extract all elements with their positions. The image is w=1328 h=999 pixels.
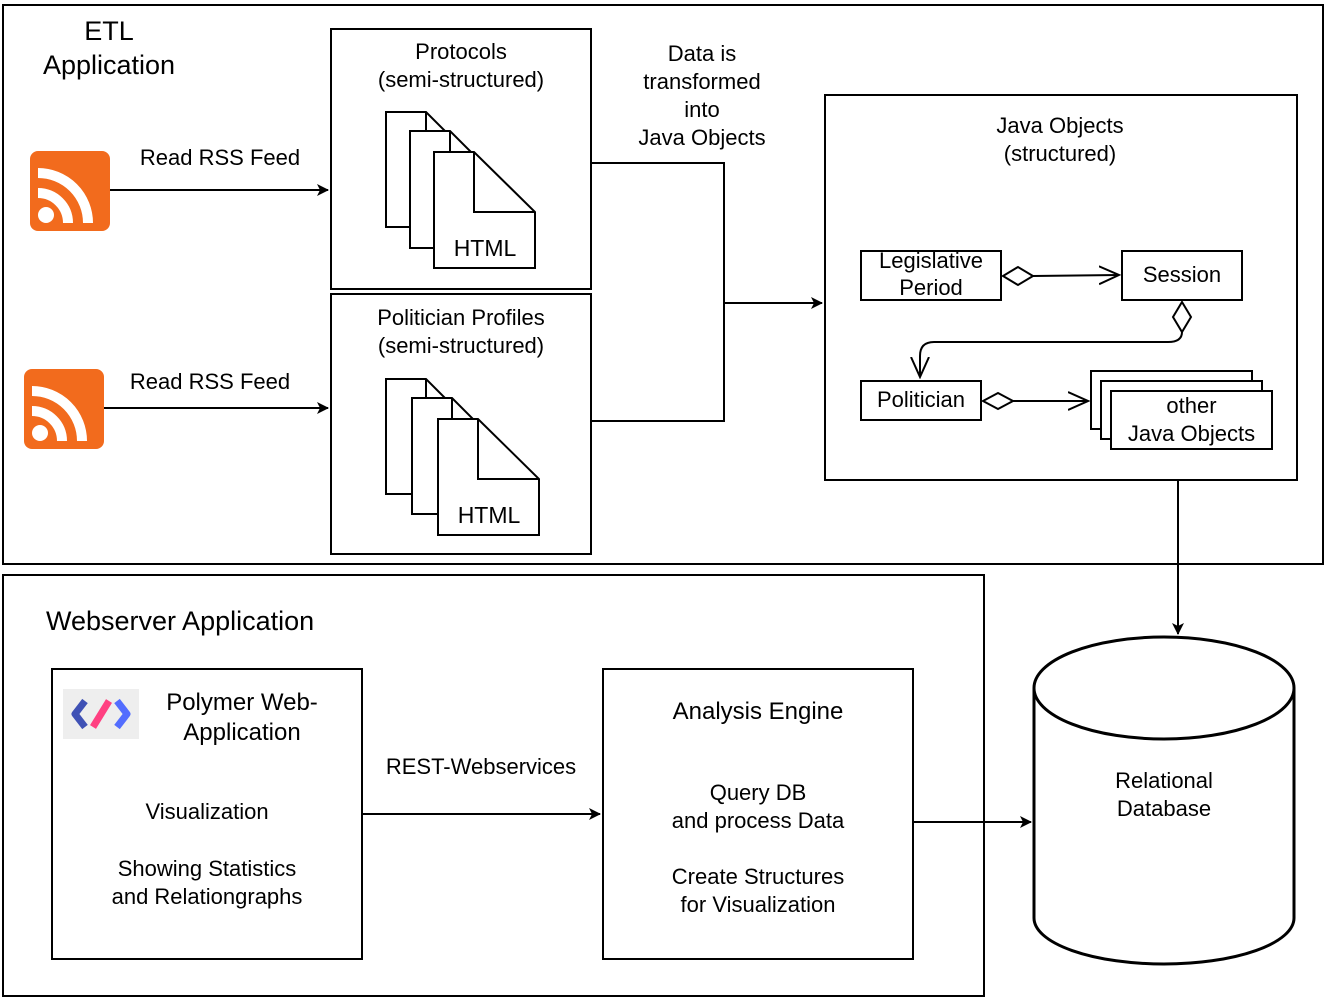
relational-database-cylinder: [1032, 635, 1296, 966]
analysis-engine-box: [602, 668, 914, 960]
polymer-logo-icon: [63, 689, 139, 739]
other-java-objects-label: other Java Objects: [1127, 393, 1256, 446]
profiles-connector: [592, 303, 725, 422]
profiles-document-stack: [385, 378, 540, 536]
session-label: Session: [1142, 262, 1222, 287]
etl-application-title: ETL Application: [42, 16, 176, 80]
polymer-web-application-box: [51, 668, 363, 960]
protocols-title: Protocols (semi-structured): [377, 39, 545, 92]
protocols-document-stack: [385, 111, 536, 269]
polymer-title: Polymer Web- Application: [166, 689, 318, 746]
aggregation-diamond-session: [1171, 300, 1193, 334]
aggregation-diamond-period: [1001, 265, 1035, 287]
webserver-application-container: [2, 574, 985, 997]
politician-class: [860, 380, 982, 421]
aggregation-diamond-politician: [980, 391, 1016, 411]
profiles-title: Politician Profiles (semi-structured): [377, 305, 545, 358]
etl-application-container: [2, 4, 1324, 565]
period-session-link: [1032, 275, 1119, 276]
java-objects-box: [824, 94, 1298, 481]
rest-webservices-label: REST-Webservices: [385, 754, 577, 779]
session-class: [1121, 250, 1243, 301]
polymer-visualization-label: Visualization: [145, 799, 269, 824]
protocols-connector: [592, 162, 725, 303]
webserver-application-title: Webserver Application: [46, 606, 315, 636]
rss-feed-icon: [30, 151, 110, 231]
rss-feed-icon: [24, 369, 104, 449]
legislative-period-class: [860, 250, 1002, 301]
analysis-engine-title: Analysis Engine: [672, 698, 844, 725]
profiles-html-label: HTML: [457, 502, 521, 528]
legislative-period-label: Legislative Period: [879, 248, 983, 300]
polymer-statistics-label: Showing Statistics and Relationgraphs: [111, 856, 303, 909]
relational-database-label: Relational Database: [1115, 768, 1213, 821]
other-objects-class: [1110, 390, 1273, 450]
protocols-html-label: HTML: [453, 235, 517, 261]
java-objects-title: Java Objects (structured): [996, 113, 1124, 166]
analysis-create-label: Create Structures for Visualization: [671, 864, 845, 917]
politician-label: Politician: [876, 387, 966, 412]
protocols-box: [330, 28, 592, 290]
session-politician-link: [920, 331, 1183, 377]
feed1-label: Read RSS Feed: [139, 145, 301, 170]
feed2-label: Read RSS Feed: [129, 369, 291, 394]
analysis-query-label: Query DB and process Data: [671, 780, 845, 833]
transform-label: Data is transformed into Java Objects: [638, 41, 766, 150]
politician-profiles-box: [330, 293, 592, 555]
